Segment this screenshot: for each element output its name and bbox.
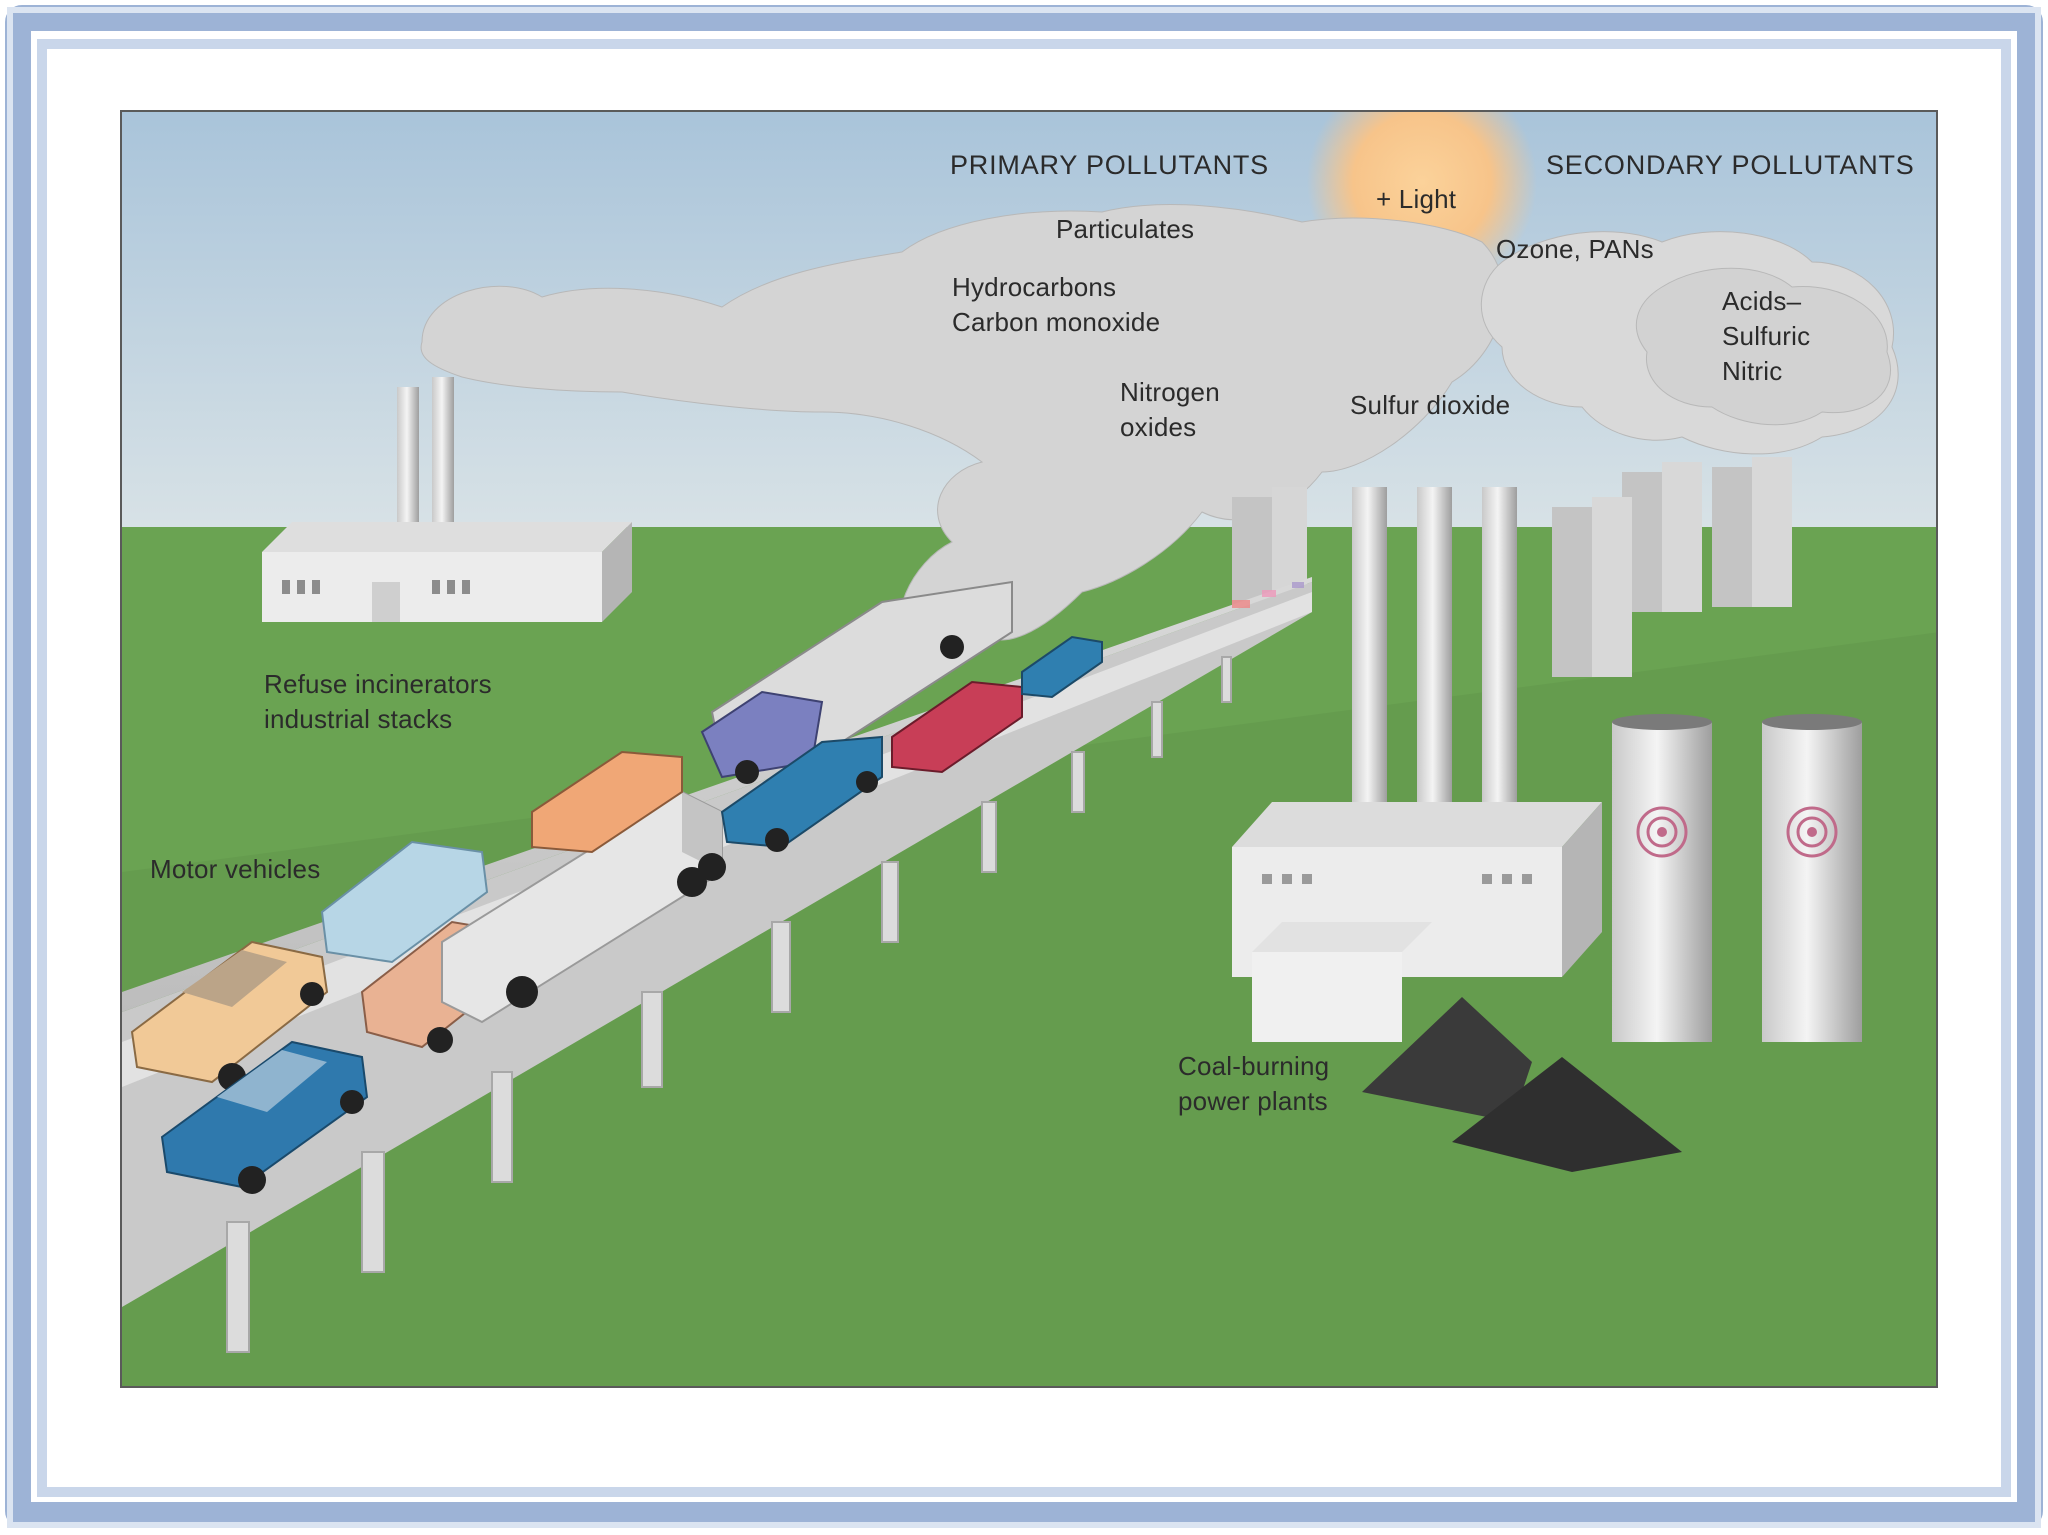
sulfuric-label: Sulfuric	[1722, 321, 1811, 351]
coal-burning-label: Coal-burning	[1178, 1051, 1330, 1081]
secondary-pollutants-header: SECONDARY POLLUTANTS	[1546, 150, 1915, 180]
truck-white	[441, 790, 726, 1024]
nitrogen-label: Nitrogen	[1120, 377, 1220, 407]
car-blue-front	[160, 1040, 369, 1194]
particulates-label: Particulates	[1056, 214, 1195, 244]
smog-illustration: PRIMARY POLLUTANTS SECONDARY POLLUTANTS …	[120, 110, 1938, 1388]
refuse-incinerators-label: Refuse incinerators	[264, 669, 492, 699]
power-plants-label: power plants	[1178, 1086, 1328, 1116]
car-red	[891, 680, 1023, 774]
car-tan	[130, 940, 329, 1091]
motor-vehicles-label: Motor vehicles	[150, 854, 321, 884]
truck-purple	[700, 580, 1013, 784]
coal-power-plant	[1232, 487, 1862, 1042]
car-lightblue	[320, 840, 489, 964]
industrial-stacks-label: industrial stacks	[264, 704, 453, 734]
acids-label: Acids–	[1722, 286, 1802, 316]
coal-piles	[1362, 997, 1682, 1172]
cooling-tower-2	[1762, 714, 1862, 1042]
hydrocarbons-label: Hydrocarbons	[952, 272, 1117, 302]
car-orange	[531, 750, 683, 854]
nitric-label: Nitric	[1722, 356, 1783, 386]
cooling-tower-1	[1612, 714, 1712, 1042]
sulfur-dioxide-label: Sulfur dioxide	[1350, 390, 1511, 420]
car-blue-far	[1021, 635, 1103, 699]
ozone-pans-label: Ozone, PANs	[1496, 234, 1654, 264]
pickup-blue	[720, 735, 883, 852]
oxides-label: oxides	[1120, 412, 1197, 442]
incinerator-building	[262, 377, 632, 622]
distant-buildings	[1232, 457, 1792, 677]
motor-vehicles	[130, 580, 1304, 1194]
primary-pollutants-header: PRIMARY POLLUTANTS	[950, 150, 1269, 180]
illustration-canvas	[122, 112, 1936, 1386]
light-label: + Light	[1376, 184, 1457, 214]
smoke-cloud	[420, 204, 1899, 670]
carbon-monoxide-label: Carbon monoxide	[952, 307, 1161, 337]
